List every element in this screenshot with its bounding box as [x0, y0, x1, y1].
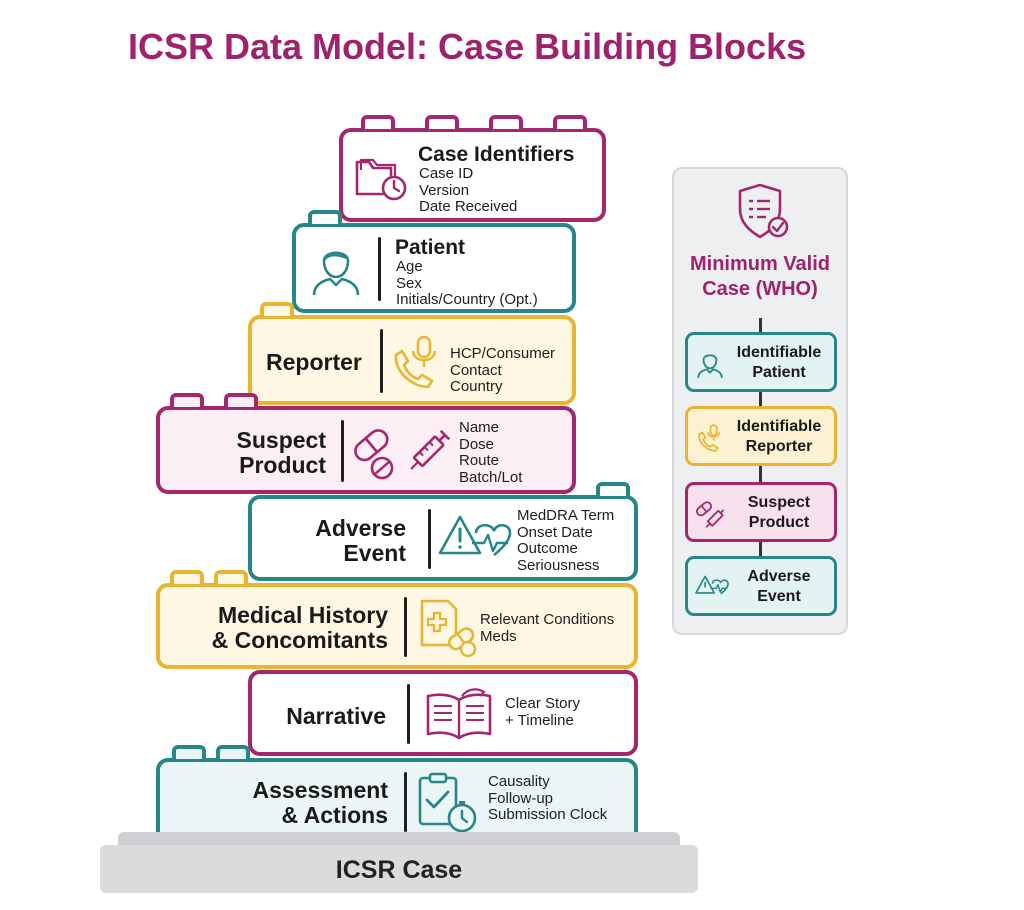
block-heading: Reporter	[266, 349, 362, 375]
warning-heartbeat-icon	[695, 575, 729, 595]
block-heading: Medical History& Concomitants	[211, 602, 388, 653]
shield-checklist-icon	[738, 183, 789, 239]
connector-line	[759, 392, 762, 406]
folder-clock-icon	[355, 158, 407, 201]
block-medical-history: Medical History& Concomitants Relevant C…	[156, 570, 638, 669]
diagram-title: ICSR Data Model: Case Building Blocks	[128, 26, 807, 67]
block-narrative: Narrative Clear Story+ Timeline	[248, 670, 638, 756]
block-items: Clear Story+ Timeline	[505, 695, 581, 729]
phone-microphone-icon	[698, 424, 721, 452]
connector-line	[759, 318, 762, 332]
clipboard-stopwatch-icon	[418, 772, 477, 833]
block-heading: Patient	[395, 236, 466, 259]
block-heading: Narrative	[286, 703, 386, 729]
person-icon	[697, 354, 723, 379]
pill-syringe-icon	[354, 429, 451, 480]
block-heading: Case Identifiers	[418, 143, 575, 166]
pill-syringe-icon	[696, 501, 725, 528]
phone-microphone-icon	[394, 335, 437, 389]
base-label: ICSR Case	[335, 856, 463, 884]
base-plate	[100, 845, 698, 893]
connector-line	[759, 542, 762, 556]
block-heading: Assessment& Actions	[252, 777, 388, 828]
person-icon	[312, 251, 360, 296]
open-book-icon	[426, 688, 492, 740]
warning-heartbeat-icon	[438, 515, 512, 557]
connector-line	[759, 466, 762, 482]
medical-record-pills-icon	[420, 599, 477, 657]
